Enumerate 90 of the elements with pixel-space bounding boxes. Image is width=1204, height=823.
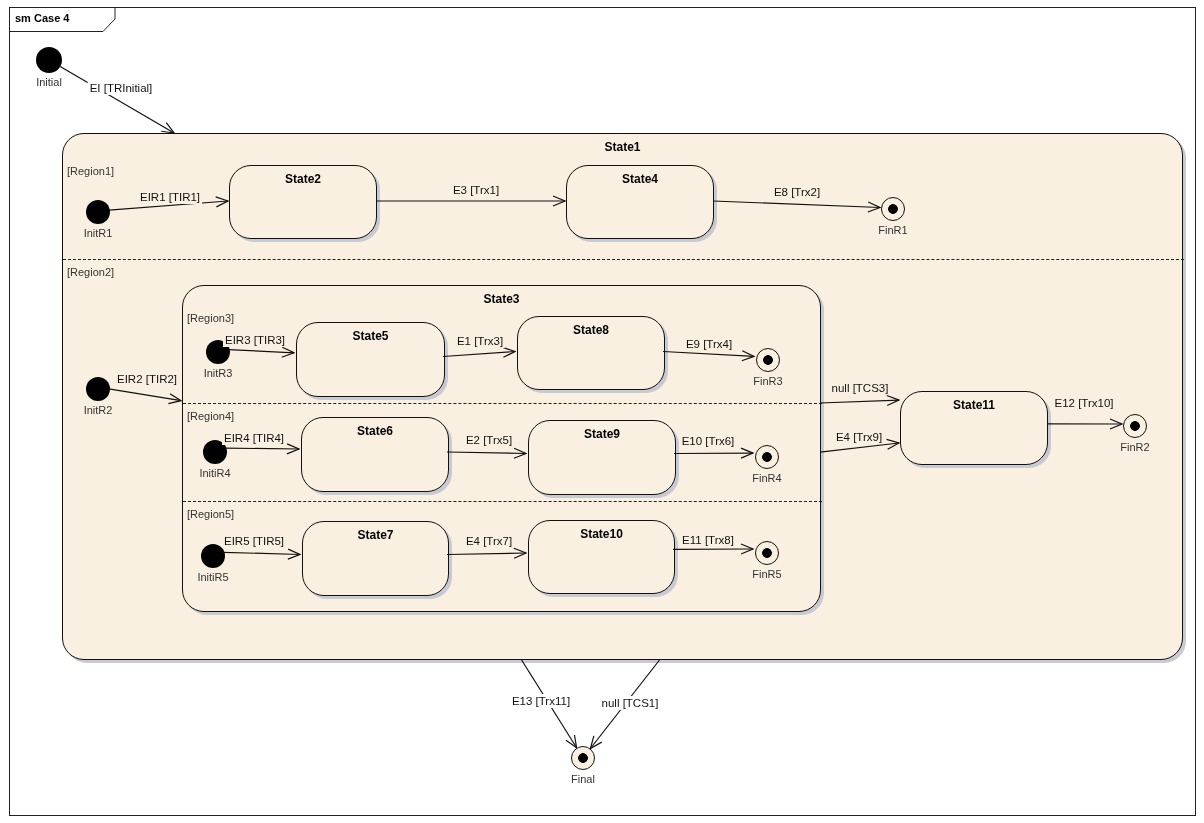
final-state: [756, 348, 780, 372]
state-label: InitR1: [83, 227, 113, 239]
final-state: [571, 746, 595, 770]
edge-label: EI [TRInitial]: [87, 81, 155, 95]
state-box: [566, 165, 714, 239]
state-box: [182, 285, 821, 612]
arrow: [442, 346, 516, 358]
arrow: [1046, 418, 1123, 430]
arrow: [59, 66, 175, 134]
final-state: [881, 197, 905, 221]
edge-label: null [TCS3]: [829, 381, 891, 395]
final-state: [1123, 414, 1147, 438]
state-name: State6: [356, 424, 394, 438]
initial-state: [86, 200, 110, 224]
edge-label: EIR4 [TIR4]: [221, 431, 287, 445]
state-label: InitR3: [203, 367, 233, 379]
state-label: Final: [571, 773, 595, 785]
state-label: FinR4: [752, 472, 782, 484]
state-name: State2: [284, 172, 322, 186]
state-box: [296, 322, 445, 397]
region-name: [Region5]: [187, 508, 235, 520]
final-state: [755, 445, 779, 469]
arrow: [712, 200, 881, 213]
edge-label: E3 [Trx1]: [450, 183, 502, 197]
edge-label: E4 [Trx7]: [463, 534, 515, 548]
final-state: [755, 541, 779, 565]
edge-label: EIR1 [TIR1]: [137, 190, 203, 204]
arrow: [819, 394, 900, 407]
initial-state: [86, 377, 110, 401]
arrow: [662, 350, 755, 362]
state-box: [229, 165, 377, 239]
arrow: [108, 196, 229, 211]
arrow: [819, 438, 900, 453]
edge-label: EIR3 [TIR3]: [222, 333, 288, 347]
arrow: [222, 548, 301, 560]
state-label: InitiR5: [197, 571, 229, 583]
edge-label: E11 [Trx8]: [680, 533, 736, 547]
state-box: [900, 391, 1048, 465]
edge-label: EIR5 [TIR5]: [221, 534, 287, 548]
initial-state: [203, 440, 227, 464]
state-box: [301, 417, 449, 492]
diagram-title: sm Case 4: [15, 12, 70, 24]
arrow: [446, 547, 527, 559]
arrow: [224, 443, 300, 455]
region-separator: [183, 403, 822, 501]
state-box: [517, 316, 665, 390]
state-name: State8: [572, 323, 610, 337]
edge-label: EIR2 [TIR2]: [114, 372, 180, 386]
state-name: State9: [583, 427, 621, 441]
state-box: [62, 133, 1183, 660]
arrow: [108, 388, 182, 405]
state-label: Initial: [36, 76, 62, 88]
initial-state: [201, 544, 225, 568]
state-name: State4: [621, 172, 659, 186]
edge-label: E4 [Trx9]: [833, 430, 885, 444]
region-name: [Region1]: [67, 165, 115, 177]
edge-label: E2 [Trx5]: [463, 433, 515, 447]
state-name: State11: [952, 398, 996, 412]
edge-label: E8 [Trx2]: [771, 185, 823, 199]
arrow: [227, 346, 295, 358]
state-name: State1: [603, 140, 642, 154]
region-name: [Region3]: [187, 312, 235, 324]
arrow: [446, 447, 527, 459]
edge-label: null [TCS1]: [599, 696, 661, 710]
initial-state: [36, 47, 62, 73]
state-label: FinR5: [752, 568, 782, 580]
region-name: [Region2]: [67, 266, 115, 278]
arrow: [375, 195, 566, 207]
edge-label: E12 [Trx10]: [1052, 396, 1116, 410]
state-label: FinR1: [878, 224, 908, 236]
state-box: [302, 521, 449, 596]
state-label: InitiR4: [199, 467, 231, 479]
edge-label: E13 [Trx11]: [509, 694, 573, 708]
edge-label: E10 [Trx6]: [679, 434, 737, 448]
state-label: FinR3: [753, 375, 783, 387]
region-name: [Region4]: [187, 410, 235, 422]
edge-label: E1 [Trx3]: [454, 334, 506, 348]
arrow: [672, 543, 754, 555]
state-name: State3: [482, 292, 521, 306]
edge-label: E9 [Trx4]: [683, 337, 735, 351]
state-name: State7: [356, 528, 395, 542]
arrow: [521, 659, 578, 749]
arrow: [673, 447, 754, 459]
state-name: State10: [579, 527, 624, 541]
state-box: [528, 420, 676, 495]
state-name: State5: [351, 329, 390, 343]
state-label: FinR2: [1120, 441, 1150, 453]
arrow: [589, 659, 661, 750]
state-box: [528, 520, 675, 594]
state-label: InitR2: [83, 404, 113, 416]
